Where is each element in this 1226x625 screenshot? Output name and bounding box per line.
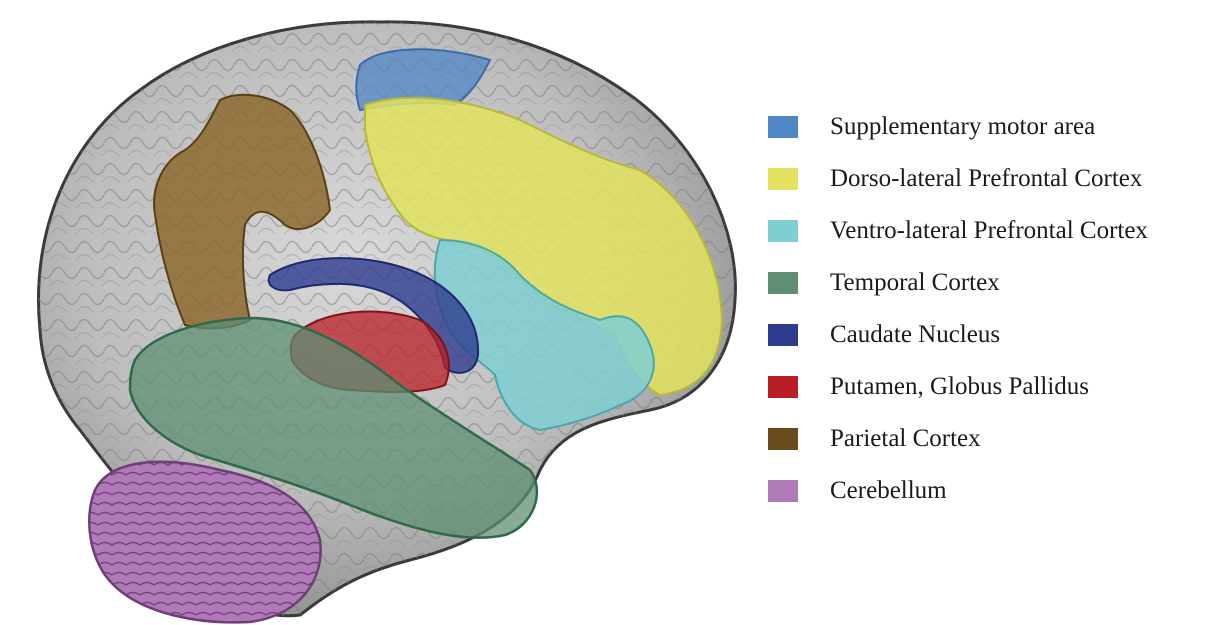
legend-item: Ventro-lateral Prefrontal Cortex	[768, 214, 1218, 266]
legend-label: Temporal Cortex	[830, 266, 1000, 300]
legend-label: Putamen, Globus Pallidus	[830, 370, 1089, 404]
legend-item: Parietal Cortex	[768, 422, 1218, 474]
legend-label: Caudate Nucleus	[830, 318, 1000, 352]
legend-label: Cerebellum	[830, 474, 947, 508]
legend-item: Putamen, Globus Pallidus	[768, 370, 1218, 422]
legend-swatch	[768, 480, 798, 502]
legend-item: Cerebellum	[768, 474, 1218, 526]
legend-swatch	[768, 376, 798, 398]
legend-item: Temporal Cortex	[768, 266, 1218, 318]
legend-label: Supplementary motor area	[830, 110, 1095, 144]
legend-item: Dorso-lateral Prefrontal Cortex	[768, 162, 1218, 214]
legend-label: Ventro-lateral Prefrontal Cortex	[830, 214, 1148, 248]
legend-label: Parietal Cortex	[830, 422, 981, 456]
legend-swatch	[768, 324, 798, 346]
brain-illustration	[0, 0, 760, 625]
legend-item: Supplementary motor area	[768, 110, 1218, 162]
legend-label: Dorso-lateral Prefrontal Cortex	[830, 162, 1142, 196]
legend-swatch	[768, 220, 798, 242]
legend: Supplementary motor area Dorso-lateral P…	[768, 110, 1218, 526]
legend-swatch	[768, 272, 798, 294]
legend-swatch	[768, 168, 798, 190]
legend-item: Caudate Nucleus	[768, 318, 1218, 370]
legend-swatch	[768, 428, 798, 450]
legend-swatch	[768, 116, 798, 138]
